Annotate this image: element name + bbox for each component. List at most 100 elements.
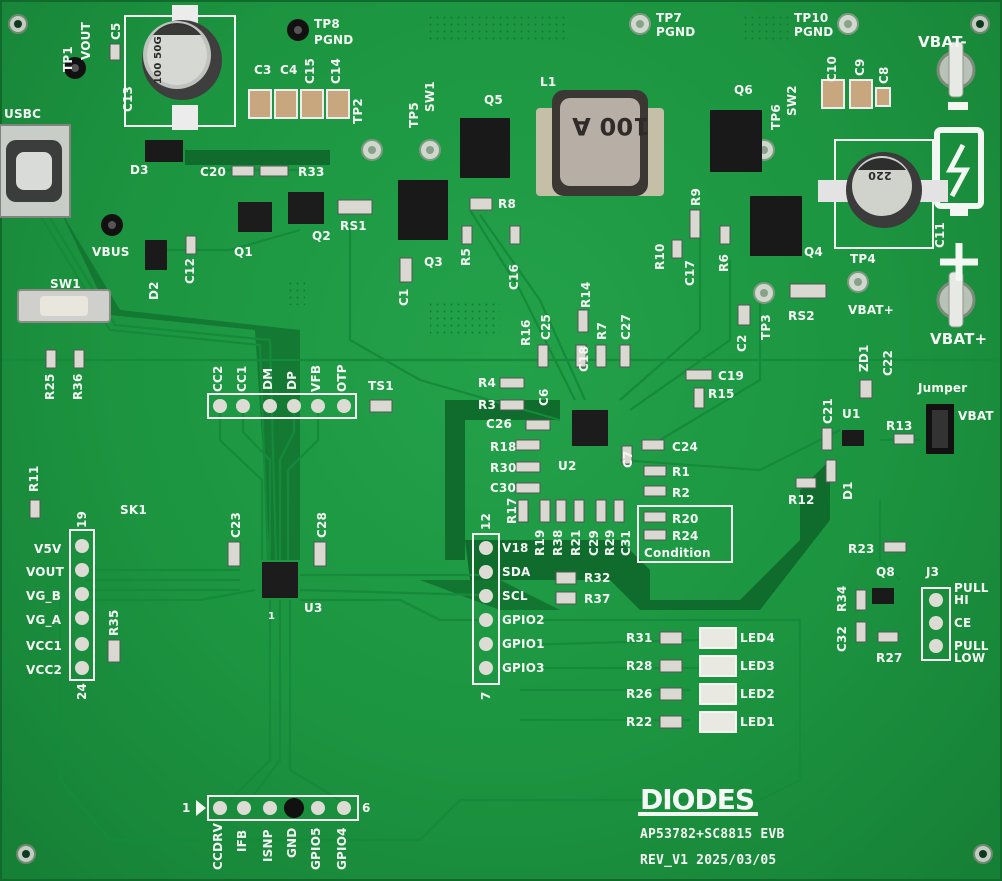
label-r21: R21: [569, 529, 583, 556]
label-tp2: TP2: [351, 98, 365, 124]
traces: [0, 168, 1002, 842]
label-r26: R26: [626, 687, 653, 701]
label-vbat-plus-small: VBAT+: [848, 303, 895, 317]
label-r27: R27: [876, 651, 903, 665]
label-v18: V18: [502, 541, 529, 555]
label-tp1: TP1: [61, 46, 75, 72]
label-c13: C13: [121, 85, 135, 112]
label-tp5: TP5: [407, 102, 421, 128]
label-zd1: ZD1: [857, 344, 871, 372]
label-j3: J3: [926, 565, 940, 579]
label-c13-marking: 100 50G: [153, 36, 164, 84]
label-pgnd10: PGND: [794, 25, 834, 39]
label-r17: R17: [505, 497, 519, 524]
label-gpio5: GPIO5: [309, 827, 323, 870]
label-vg-b: VG_B: [26, 589, 62, 603]
label-header-pin1: 1: [182, 801, 191, 815]
label-r34: R34: [835, 585, 849, 612]
label-r2: R2: [672, 486, 690, 500]
label-r32: R32: [584, 571, 611, 585]
capacitor-c13: [124, 5, 236, 130]
label-c5: C5: [109, 22, 123, 40]
label-r7: R7: [595, 322, 609, 340]
label-d2: D2: [147, 281, 161, 300]
label-c32: C32: [835, 625, 849, 652]
label-tp8: TP8: [314, 17, 340, 31]
label-c18: C18: [577, 345, 591, 372]
label-pgnd7: PGND: [656, 25, 696, 39]
label-q5: Q5: [484, 93, 503, 107]
label-r20: R20: [672, 512, 699, 526]
label-d3: D3: [130, 163, 149, 177]
label-vbat: VBAT: [958, 409, 994, 423]
switch-sw1: [17, 289, 111, 323]
label-tp10: TP10: [794, 11, 829, 25]
label-c8: C8: [877, 66, 891, 84]
label-vcc1: VCC1: [26, 639, 63, 653]
label-sda: SDA: [502, 565, 531, 579]
label-v5v: V5V: [34, 542, 62, 556]
label-l1-marking: 100 A: [572, 112, 651, 140]
label-r29: R29: [603, 529, 617, 556]
test-points: [64, 13, 869, 304]
label-r24: R24: [672, 529, 699, 543]
headers: [69, 393, 954, 821]
label-u1: U1: [842, 407, 861, 421]
label-c21: C21: [821, 397, 835, 424]
label-r3: R3: [478, 398, 496, 412]
leds: [699, 627, 737, 733]
label-r18: R18: [490, 440, 517, 454]
label-q6: Q6: [734, 83, 753, 97]
label-r9: R9: [689, 188, 703, 206]
label-cc1: CC1: [235, 365, 249, 392]
label-r37: R37: [584, 592, 611, 606]
label-c4: C4: [280, 63, 298, 77]
label-ccdrv: CCDRV: [211, 822, 225, 870]
label-r25: R25: [43, 373, 57, 400]
label-led1: LED1: [740, 715, 775, 729]
board-title: AP53782+SC8815 EVB: [640, 827, 785, 842]
label-d1: D1: [841, 481, 855, 500]
label-ts1: TS1: [368, 379, 394, 393]
label-r31: R31: [626, 631, 653, 645]
battery-symbol: [934, 102, 984, 281]
label-c2: C2: [735, 334, 749, 352]
label-r23: R23: [848, 542, 875, 556]
label-c23: C23: [229, 511, 243, 538]
label-c12: C12: [183, 257, 197, 284]
label-r10: R10: [653, 243, 667, 270]
label-r28: R28: [626, 659, 653, 673]
label-pin19: 19: [75, 510, 89, 528]
label-u2: U2: [558, 459, 577, 473]
label-led4: LED4: [740, 631, 775, 645]
label-dm: DM: [261, 367, 275, 390]
label-gpio4: GPIO4: [335, 827, 349, 870]
label-c17: C17: [683, 259, 697, 286]
label-cc2: CC2: [211, 365, 225, 392]
label-pin24: 24: [75, 682, 89, 700]
vbat-terminals: [936, 41, 976, 328]
label-vbat-plus: VBAT+: [930, 330, 988, 348]
label-q4: Q4: [804, 245, 823, 259]
label-c26: C26: [486, 417, 513, 431]
label-q2: Q2: [312, 229, 331, 243]
label-dp: DP: [285, 370, 299, 390]
label-r11: R11: [27, 465, 41, 492]
label-ce: CE: [954, 616, 972, 630]
label-q3: Q3: [424, 255, 443, 269]
label-r14: R14: [579, 281, 593, 308]
label-vout: VOUT: [79, 21, 93, 60]
label-c14: C14: [329, 57, 343, 84]
label-c28: C28: [315, 511, 329, 538]
label-r19: R19: [533, 529, 547, 556]
label-pull-hi: PULL HI: [954, 581, 989, 607]
label-r38: R38: [551, 529, 565, 556]
label-pull-low: PULL LOW: [954, 639, 989, 665]
label-u3-pin1: 1: [268, 611, 276, 622]
label-c11-marking: 220: [868, 169, 892, 182]
label-r15: R15: [708, 387, 735, 401]
label-r4: R4: [478, 376, 496, 390]
label-c19: C19: [718, 369, 745, 383]
label-c7: C7: [621, 450, 635, 468]
